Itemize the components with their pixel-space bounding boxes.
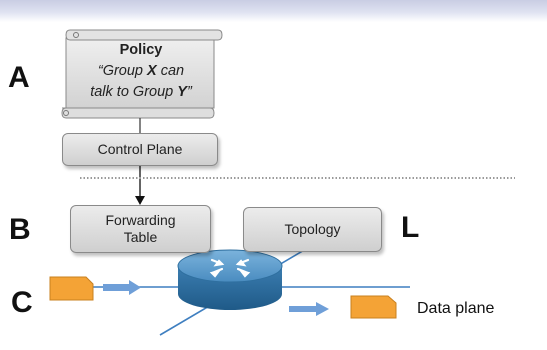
control-plane-box: Control Plane: [62, 133, 218, 166]
policy-quote-line2: talk to Group Y”: [90, 84, 192, 101]
data-plane-label: Data plane: [417, 300, 495, 317]
outgoing-packet-icon: [350, 295, 397, 319]
outgoing-flow-arrow: [289, 302, 329, 316]
policy-scroll: [61, 29, 223, 119]
policy-quote-line1: “Group X can: [97, 63, 185, 80]
forwarding-table-label: Forwarding Table: [105, 212, 176, 245]
label-c: C: [11, 286, 33, 319]
policy-text: Policy “Group X can talk to Group Y”: [68, 40, 214, 103]
label-a: A: [8, 61, 30, 94]
topology-box: Topology: [243, 207, 382, 252]
incoming-flow-arrow: [103, 280, 141, 295]
forwarding-table-box: Forwarding Table: [70, 205, 211, 253]
control-plane-label: Control Plane: [97, 141, 183, 158]
topology-label: Topology: [284, 221, 341, 238]
router-icon: [177, 249, 283, 310]
label-b: B: [9, 213, 31, 246]
top-gradient-band: [0, 0, 547, 22]
policy-title: Policy: [119, 42, 163, 58]
label-l: L: [401, 211, 420, 244]
incoming-packet-icon: [49, 276, 94, 301]
